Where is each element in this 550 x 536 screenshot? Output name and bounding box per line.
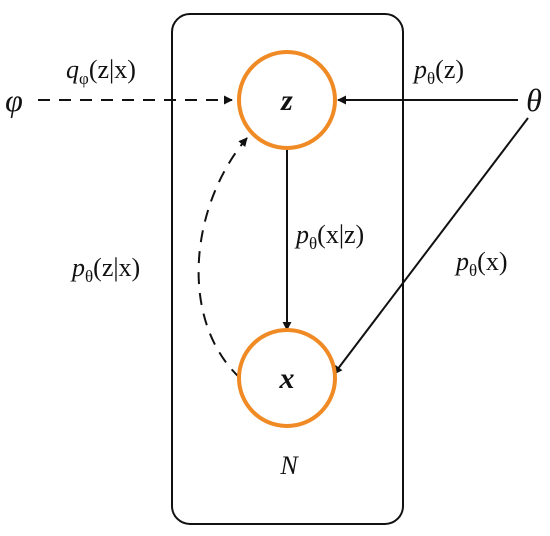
edge-label-likelihood: pθ(x|z): [294, 220, 364, 253]
edge-label-variational: qφ(z|x): [66, 55, 136, 88]
node-x-circle: [237, 328, 337, 428]
node-z-label: z: [280, 84, 293, 117]
plate: [171, 13, 404, 525]
edge-posterior: [197, 137, 248, 379]
node-x-label: x: [279, 362, 295, 395]
param-phi: φ: [5, 82, 23, 118]
edge-marginal: [333, 117, 529, 375]
plate-label: N: [279, 451, 299, 480]
edge-label-marginal: pθ(x): [454, 247, 507, 280]
edge-label-posterior: pθ(z|x): [70, 253, 140, 286]
param-theta: θ: [526, 82, 542, 118]
edge-label-prior: pθ(z): [412, 55, 464, 88]
node-z-circle: [237, 50, 337, 150]
